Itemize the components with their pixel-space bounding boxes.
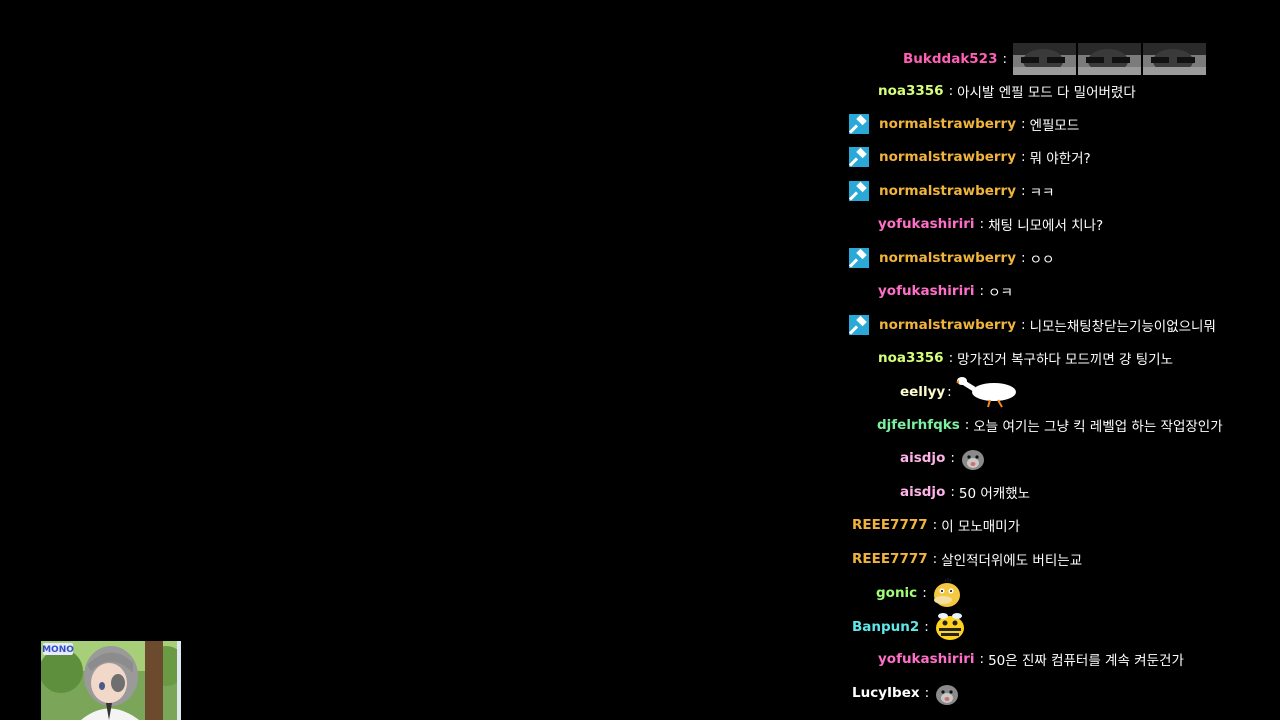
chat-separator: : <box>932 517 938 533</box>
chat-separator: : <box>950 484 955 500</box>
chat-message: normalstrawberry : 엔필모드 <box>849 109 1079 139</box>
game-video-thumbnail: MONO <box>41 641 181 720</box>
chat-message: REEE7777 : 살인적더위에도 버티는교 <box>852 544 1082 574</box>
chat-text: ㅋㅋ <box>1029 185 1055 201</box>
chat-separator: : <box>1002 50 1008 67</box>
chat-separator: : <box>979 283 985 299</box>
chat-nickname[interactable]: REEE7777 <box>852 517 928 533</box>
dark-face-emote <box>1013 42 1077 75</box>
chat-nickname[interactable]: normalstrawberry <box>879 116 1017 132</box>
chat-text: ㅇㅋ <box>988 285 1013 301</box>
chat-message: djfelrhfqks : 오늘 여기는 그냥 킥 레벨업 하는 작업장인가 <box>877 410 1223 440</box>
moderator-hammer-icon <box>849 181 869 201</box>
psyduck-emote <box>933 578 960 607</box>
bee-emote <box>935 613 964 640</box>
chat-message: normalstrawberry : 뭐 야한거? <box>849 142 1091 172</box>
hamster-emote <box>958 444 987 472</box>
chat-separator: : <box>979 651 985 667</box>
chat-text: 아시발 엔필 모드 다 밀어버렸다 <box>957 85 1136 101</box>
chat-nickname[interactable]: normalstrawberry <box>879 317 1017 333</box>
character-illustration: MONO <box>41 641 181 720</box>
chat-message: gonic : <box>876 577 963 609</box>
chat-message: LucyIbex : <box>852 678 962 708</box>
chat-text: 채팅 니모에서 치나? <box>988 218 1104 234</box>
chat-separator: : <box>964 417 970 433</box>
chat-nickname[interactable]: normalstrawberry <box>879 183 1017 199</box>
chat-nickname[interactable]: aisdjo <box>900 450 946 466</box>
chat-nickname[interactable]: normalstrawberry <box>879 149 1017 165</box>
chat-nickname[interactable]: gonic <box>876 585 918 601</box>
chat-nickname[interactable]: yofukashiriri <box>878 651 975 667</box>
chat-nickname[interactable]: LucyIbex <box>852 685 920 701</box>
dark-face-emote-strip <box>1013 42 1207 75</box>
chat-message: noa3356 : 아시발 엔필 모드 다 밀어버렸다 <box>878 76 1136 106</box>
chat-separator: : <box>950 450 955 466</box>
chat-nickname[interactable]: Banpun2 <box>852 619 920 635</box>
chat-message: aisdjo : 50 어캐했노 <box>900 477 1030 507</box>
moderator-hammer-icon <box>849 147 869 167</box>
chat-nickname[interactable]: djfelrhfqks <box>877 417 960 433</box>
chat-separator: : <box>948 350 954 366</box>
chat-message: Bukddak523 : <box>903 42 1207 75</box>
chat-text: 50 어캐했노 <box>958 486 1031 502</box>
chat-nickname[interactable]: Bukddak523 <box>903 50 998 67</box>
chat-separator: : <box>948 83 954 99</box>
chat-nickname[interactable]: normalstrawberry <box>879 250 1017 266</box>
chat-text: 50은 진짜 컴퓨터를 계속 켜둔건가 <box>988 653 1184 669</box>
chat-message: normalstrawberry : 니모는채팅창닫는기능이없으니뭐 <box>849 310 1216 340</box>
moderator-hammer-icon <box>849 315 869 335</box>
chat-message: yofukashiriri : 50은 진짜 컴퓨터를 계속 켜둔건가 <box>878 644 1184 674</box>
chat-nickname[interactable]: yofukashiriri <box>878 216 975 232</box>
chat-text: 니모는채팅창닫는기능이없으니뭐 <box>1029 319 1216 335</box>
chat-nickname[interactable]: noa3356 <box>878 350 944 366</box>
chat-message: REEE7777 : 이 모노매미가 <box>852 510 1020 540</box>
chat-nickname[interactable]: aisdjo <box>900 484 946 500</box>
chat-text: 살인적더위에도 버티는교 <box>941 553 1083 569</box>
dark-face-emote <box>1078 42 1142 75</box>
chat-separator: : <box>932 551 938 567</box>
moderator-hammer-icon <box>849 114 869 134</box>
chat-message: yofukashiriri : 채팅 니모에서 치나? <box>878 209 1103 239</box>
thumbnail-logo-text: MONO <box>42 645 74 655</box>
goose-emote <box>955 377 1016 408</box>
chat-message: aisdjo : <box>900 443 987 473</box>
chat-text: 엔필모드 <box>1029 118 1080 134</box>
moderator-hammer-icon <box>849 248 869 268</box>
chat-text: 오늘 여기는 그냥 킥 레벨업 하는 작업장인가 <box>973 419 1223 435</box>
chat-separator: : <box>924 685 930 701</box>
chat-text: 뭐 야한거? <box>1029 151 1091 167</box>
chat-message: normalstrawberry : ㅋㅋ <box>849 176 1054 206</box>
chat-nickname[interactable]: REEE7777 <box>852 551 928 567</box>
chat-nickname[interactable]: yofukashiriri <box>878 283 975 299</box>
chat-text: 망가진거 복구하다 모드끼면 걍 팅기노 <box>957 352 1174 368</box>
chat-nickname[interactable]: noa3356 <box>878 83 944 99</box>
chat-separator: : <box>1021 149 1026 165</box>
chat-separator: : <box>947 384 952 400</box>
chat-separator: : <box>922 585 927 601</box>
chat-separator: : <box>1021 317 1026 333</box>
chat-message: eellyy : <box>900 375 1022 409</box>
chat-text: 이 모노매미가 <box>941 519 1021 535</box>
chat-separator: : <box>1021 250 1026 266</box>
chat-message: normalstrawberry : ㅇㅇ <box>849 243 1054 273</box>
chat-message: noa3356 : 망가진거 복구하다 모드끼면 걍 팅기노 <box>878 343 1173 373</box>
chat-separator: : <box>924 619 929 635</box>
chat-message: Banpun2 : <box>852 611 967 643</box>
chat-nickname[interactable]: eellyy <box>900 384 946 400</box>
chat-separator: : <box>1021 183 1026 199</box>
chat-separator: : <box>979 216 985 232</box>
hamster-emote <box>933 679 962 707</box>
chat-message: yofukashiriri : ㅇㅋ <box>878 276 1013 306</box>
chat-text: ㅇㅇ <box>1029 252 1055 268</box>
dark-face-emote <box>1143 42 1207 75</box>
chat-separator: : <box>1021 116 1026 132</box>
